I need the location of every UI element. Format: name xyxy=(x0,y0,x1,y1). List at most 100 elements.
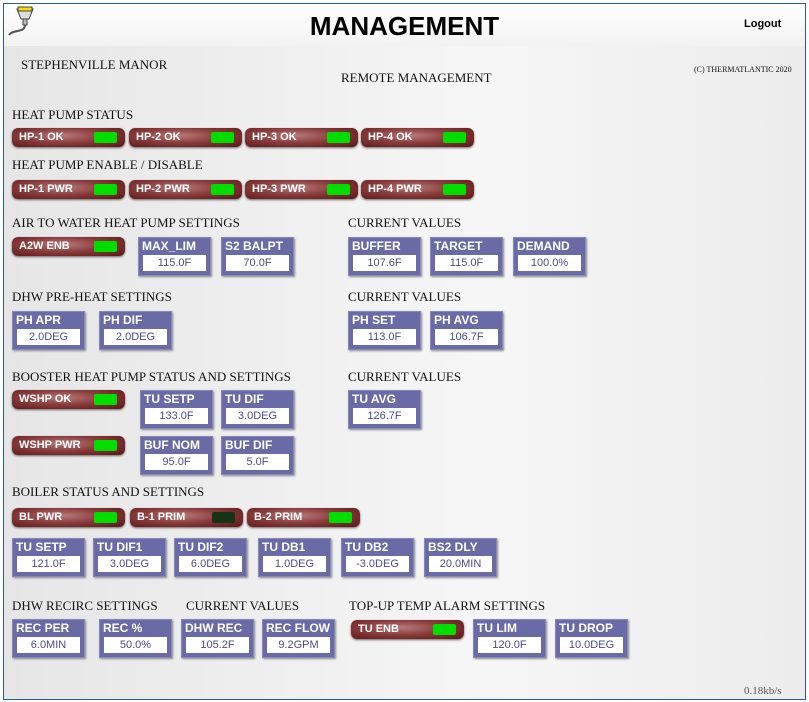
hp3-status-pill[interactable]: HP-3 OK xyxy=(245,128,358,147)
hp3-power-toggle[interactable]: HP-3 PWR xyxy=(245,180,358,199)
b2-prim-toggle[interactable]: B-2 PRIM xyxy=(247,508,360,527)
status-led-icon xyxy=(211,132,234,143)
pill-label: B-2 PRIM xyxy=(254,511,303,523)
box-label: TU AVG xyxy=(352,392,396,406)
pill-label: B-1 PRIM xyxy=(137,511,186,523)
status-led-icon xyxy=(211,184,234,195)
tu-lim-setting[interactable]: TU LIM 120.0F xyxy=(473,619,546,658)
section-a2w: AIR TO WATER HEAT PUMP SETTINGS xyxy=(12,215,240,230)
b1-prim-toggle[interactable]: B-1 PRIM xyxy=(130,508,243,527)
section-booster: BOOSTER HEAT PUMP STATUS AND SETTINGS xyxy=(12,369,291,384)
box-label: S2 BALPT xyxy=(225,239,284,253)
box-label: PH APR xyxy=(16,313,61,327)
section-dhw-preheat: DHW PRE-HEAT SETTINGS xyxy=(12,289,172,304)
status-led-icon xyxy=(94,512,117,523)
hp1-power-toggle[interactable]: HP-1 PWR xyxy=(12,180,125,199)
box-label: DHW REC xyxy=(185,621,243,635)
box-value: 6.0DEG xyxy=(179,556,242,572)
pill-label: TU ENB xyxy=(358,623,399,635)
box-label: TU DIF xyxy=(225,392,264,406)
box-value: 133.0F xyxy=(145,408,208,424)
box-label: BUFFER xyxy=(352,239,401,253)
status-led-icon xyxy=(94,184,117,195)
box-value: 5.0F xyxy=(226,454,289,470)
box-label: MAX_LIM xyxy=(142,239,196,253)
dhw-rec-value: DHW REC 105.2F xyxy=(181,619,254,658)
box-value: 106.7F xyxy=(435,329,498,345)
box-value: 121.0F xyxy=(17,556,80,572)
box-label: TARGET xyxy=(434,239,483,253)
app-frame xyxy=(3,3,806,700)
box-label: TU DIF2 xyxy=(178,540,224,554)
status-led-icon xyxy=(212,512,235,523)
box-value: 1.0DEG xyxy=(263,556,326,572)
hp2-status-pill[interactable]: HP-2 OK xyxy=(129,128,242,147)
subtitle: REMOTE MANAGEMENT xyxy=(341,70,492,85)
pill-label: WSHP OK xyxy=(19,393,72,405)
section-current-a2w: CURRENT VALUES xyxy=(348,215,462,230)
pill-label: WSHP PWR xyxy=(19,439,81,451)
hp4-status-pill[interactable]: HP-4 OK xyxy=(361,128,474,147)
status-led-icon xyxy=(443,132,466,143)
box-label: BUF NOM xyxy=(144,438,200,452)
box-label: REC FLOW xyxy=(266,621,330,635)
box-value: 105.2F xyxy=(186,637,249,653)
wshp-power-toggle[interactable]: WSHP PWR xyxy=(12,436,125,455)
hp4-power-toggle[interactable]: HP-4 PWR xyxy=(361,180,474,199)
box-value: 9.2GPM xyxy=(267,637,330,653)
box-label: DEMAND xyxy=(517,239,570,253)
rec-pct-setting[interactable]: REC %50.0% xyxy=(99,619,172,658)
pill-label: HP-4 OK xyxy=(368,131,413,143)
box-label: PH DIF xyxy=(103,313,143,327)
copyright: (C) THERMATLANTIC 2020 xyxy=(694,65,792,74)
section-current-preheat: CURRENT VALUES xyxy=(348,289,462,304)
box-value: 3.0DEG xyxy=(98,556,161,572)
buf-dif-setting[interactable]: BUF DIF 5.0F xyxy=(221,436,294,475)
tu-avg-value: TU AVG 126.7F xyxy=(348,390,421,429)
ph-apr-setting[interactable]: PH APR 2.0DEG xyxy=(12,311,85,350)
hp1-status-pill[interactable]: HP-1 OK xyxy=(12,128,125,147)
a2w-enable-toggle[interactable]: A2W ENB xyxy=(12,237,125,256)
box-value: 50.0% xyxy=(104,637,167,653)
wshp-status-pill[interactable]: WSHP OK xyxy=(12,390,125,409)
pill-label: HP-1 OK xyxy=(19,131,64,143)
box-value: 115.0F xyxy=(143,255,206,271)
box-value: 3.0DEG xyxy=(226,408,289,424)
box-label: BUF DIF xyxy=(225,438,273,452)
section-boiler: BOILER STATUS AND SETTINGS xyxy=(12,484,205,499)
status-led-icon xyxy=(94,440,117,451)
pill-label: HP-1 PWR xyxy=(19,183,73,195)
box-value: 120.0F xyxy=(478,637,541,653)
box-value: 2.0DEG xyxy=(17,329,80,345)
max-lim-setting[interactable]: MAX_LIM 115.0F xyxy=(138,237,211,276)
box-label: TU LIM xyxy=(477,621,517,635)
box-value: 126.7F xyxy=(353,408,416,424)
tu-enable-toggle[interactable]: TU ENB xyxy=(351,620,464,639)
pill-label: A2W ENB xyxy=(19,240,70,252)
status-led-icon xyxy=(443,184,466,195)
box-label: TU DB2 xyxy=(345,540,389,554)
hp2-power-toggle[interactable]: HP-2 PWR xyxy=(129,180,242,199)
section-recirc: DHW RECIRC SETTINGS xyxy=(12,598,158,613)
tu-db2-setting[interactable]: TU DB2-3.0DEG xyxy=(341,538,414,577)
boiler-power-toggle[interactable]: BL PWR xyxy=(12,508,125,527)
pill-label: HP-2 PWR xyxy=(136,183,190,195)
tu-dif2-setting[interactable]: TU DIF2 6.0DEG xyxy=(174,538,247,577)
rec-flow-value: REC FLOW 9.2GPM xyxy=(262,619,335,658)
logout-link[interactable]: Logout xyxy=(744,18,782,30)
tu-dif-setting[interactable]: TU DIF 3.0DEG xyxy=(221,390,294,429)
section-hp-enable: HEAT PUMP ENABLE / DISABLE xyxy=(12,157,203,172)
status-led-icon xyxy=(327,184,350,195)
